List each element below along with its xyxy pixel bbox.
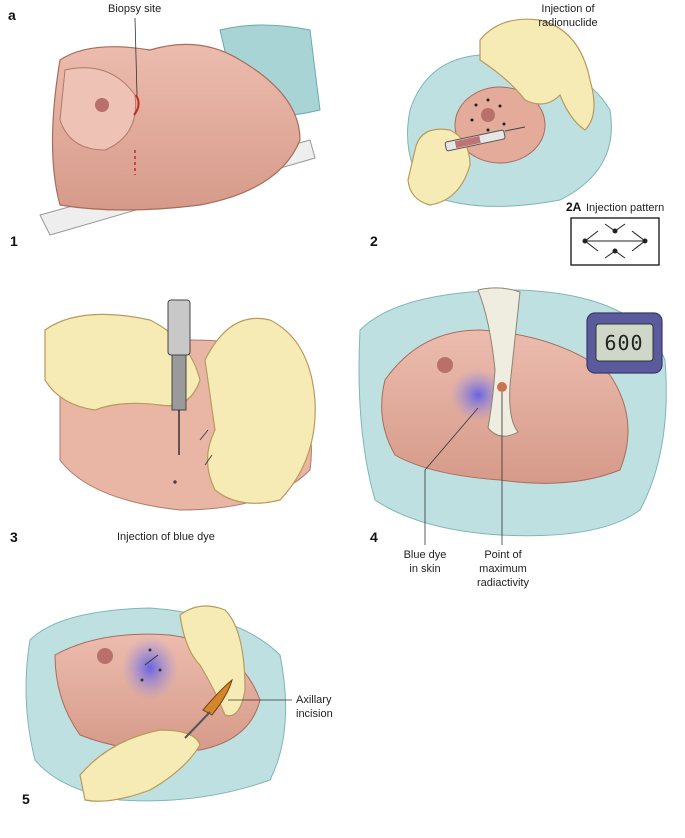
leader-biopsy-site xyxy=(134,17,138,96)
injection-pattern-arrows xyxy=(582,223,648,259)
gamma-counter-readout: 600 xyxy=(604,331,643,355)
scalpel xyxy=(184,711,211,739)
panel-4: 600 Blue dye in skin Point of maximum ra… xyxy=(358,287,667,589)
glove-hand-top xyxy=(479,18,595,131)
panel-number-1: 1 xyxy=(10,233,18,249)
panel-number-4: 4 xyxy=(370,529,378,545)
panel-2: Injection of radionuclide 2 xyxy=(370,3,612,249)
panel-number-3: 3 xyxy=(10,529,18,545)
injection-dots-panel-2 xyxy=(470,98,506,132)
panel-5: Axillary incision 5 xyxy=(22,605,333,807)
label-biopsy-site: Biopsy site xyxy=(108,3,161,15)
gamma-counter-device: 600 xyxy=(586,312,663,374)
label-blue-dye-2: in skin xyxy=(409,563,440,575)
label-injection-radionuclide-2: radionuclide xyxy=(538,17,597,29)
syringe-radionuclide xyxy=(444,126,526,152)
biopsy-scar xyxy=(133,94,140,116)
panel-2a-injection-pattern: 2A Injection pattern xyxy=(566,200,664,266)
nipple-panel-2 xyxy=(481,108,495,122)
gamma-probe-sleeve xyxy=(477,287,521,437)
label-blue-dye-1: Blue dye xyxy=(404,549,447,561)
label-injection-radionuclide-1: Injection of xyxy=(541,3,595,15)
nipple-panel-1 xyxy=(95,98,109,112)
label-max-radioactivity-2: maximum xyxy=(479,563,527,575)
label-axillary-incision-2: incision xyxy=(296,708,333,720)
point-max-radioactivity-marker xyxy=(497,382,507,392)
syringe-blue-dye xyxy=(167,299,191,455)
glove-hand-scalpel xyxy=(79,729,201,802)
label-injection-blue-dye: Injection of blue dye xyxy=(117,531,215,543)
label-injection-pattern: Injection pattern xyxy=(586,202,664,214)
dye-marks-panel-5 xyxy=(140,648,162,682)
axillary-incision xyxy=(202,678,233,716)
nipple-panel-5 xyxy=(97,648,113,664)
blue-dye-area-panel-5 xyxy=(122,636,178,700)
nipple-panel-4 xyxy=(437,357,453,373)
glove-hand-right-panel-3 xyxy=(204,317,316,504)
panel-number-2: 2 xyxy=(370,233,378,249)
panel-number-5: 5 xyxy=(22,791,30,807)
label-axillary-incision-1: Axillary xyxy=(296,694,332,706)
dye-puncture-marks xyxy=(173,429,213,484)
leader-blue-dye xyxy=(424,407,479,471)
glove-hand-left-panel-3 xyxy=(44,313,201,411)
label-max-radioactivity-1: Point of xyxy=(484,549,522,561)
panel-1: Biopsy site a 1 xyxy=(8,3,321,249)
label-max-radioactivity-3: radiactivity xyxy=(477,577,529,589)
figure-letter: a xyxy=(8,7,16,23)
panel-number-2a: 2A xyxy=(566,200,582,214)
panel-3: Injection of blue dye 3 xyxy=(10,299,316,545)
